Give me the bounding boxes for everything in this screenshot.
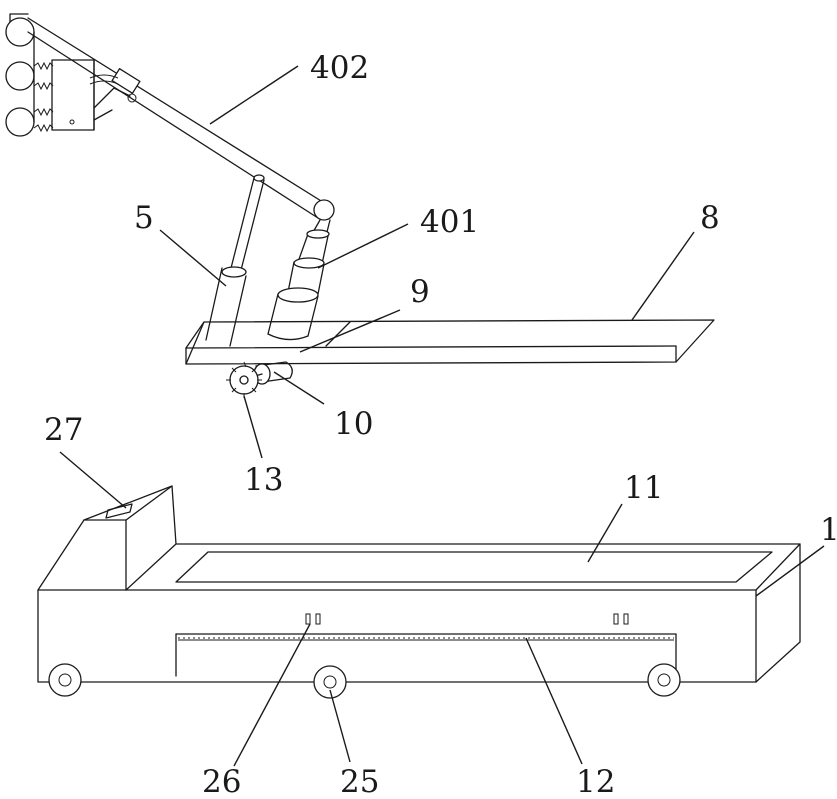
arm-assembly xyxy=(6,14,334,220)
label-5: 5 xyxy=(134,200,154,236)
rod-cylinder xyxy=(206,175,264,346)
reference-numerals: 402 5 401 8 9 10 13 27 11 1 26 25 12 xyxy=(44,50,837,799)
label-9: 9 xyxy=(410,274,430,310)
label-402: 402 xyxy=(310,50,369,86)
label-13: 13 xyxy=(244,462,283,498)
label-12: 12 xyxy=(576,764,615,799)
label-26: 26 xyxy=(202,764,241,799)
label-27: 27 xyxy=(44,412,83,448)
track-rail xyxy=(186,320,714,364)
wheels xyxy=(49,664,680,698)
label-11: 11 xyxy=(624,470,663,506)
leader-lines xyxy=(60,66,824,766)
label-8: 8 xyxy=(700,200,720,236)
label-401: 401 xyxy=(420,204,479,240)
label-1: 1 xyxy=(820,512,837,548)
vehicle-body xyxy=(38,486,800,682)
label-10: 10 xyxy=(334,406,373,442)
label-25: 25 xyxy=(340,764,379,799)
